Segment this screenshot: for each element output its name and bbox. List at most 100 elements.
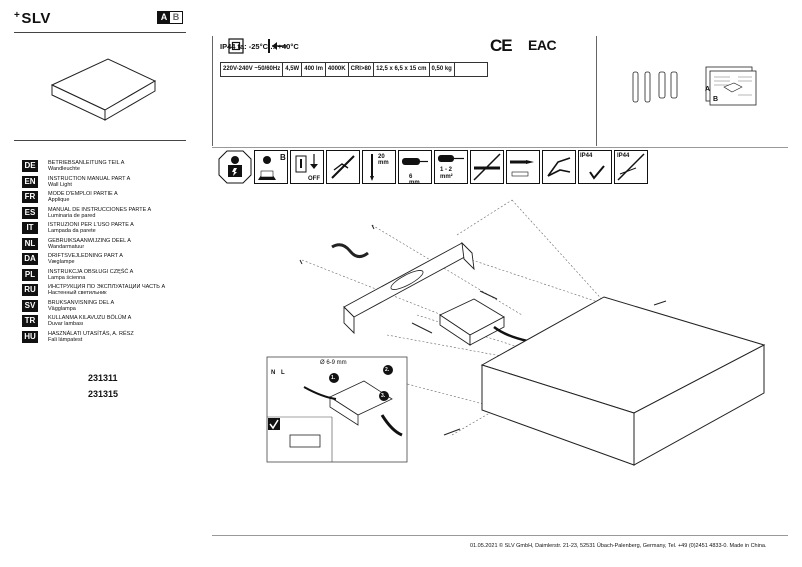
product-rule	[14, 140, 186, 141]
eac-mark-icon: EAC	[528, 37, 557, 53]
installation-diagram	[266, 199, 766, 466]
lang-subtitle: Væglampe	[48, 259, 75, 266]
slv-logo: +SLV	[14, 10, 51, 27]
lang-code: FR	[22, 191, 38, 203]
lang-title: MODE D'EMPLOI PARTIE A	[48, 191, 118, 197]
ip44-not-ok-icon	[614, 150, 648, 184]
lang-subtitle: Vägglampa	[48, 305, 76, 312]
spec-cct: 4000K	[326, 63, 349, 76]
protection-class-icon	[228, 38, 244, 54]
lang-title: ИНСТРУКЦИЯ ПО ЭКСПЛУАТАЦИИ ЧАСТЬ А	[48, 284, 166, 290]
lang-title: INSTRUCTION MANUAL PART A	[48, 175, 131, 182]
badge-part-b: B	[170, 12, 182, 23]
part-badge: A B	[157, 11, 183, 24]
footer-rule	[212, 535, 788, 536]
lang-code: IT	[22, 222, 38, 234]
manual-sheets-icon	[705, 66, 757, 106]
lang-subtitle: Wandleuchte	[48, 166, 80, 173]
strip-length-label: 20 mm	[378, 154, 389, 166]
lang-title: GEBRUIKSAANWIJZING DEEL A	[48, 237, 131, 244]
product-image	[50, 58, 157, 121]
article-number: 231315	[88, 389, 119, 399]
footer-text: 01.05.2021 © SLV GmbH, Daimlerstr. 21-23…	[470, 543, 767, 549]
lang-code: DA	[22, 253, 38, 265]
spec-dimensions: 12,5 x 6,5 x 15 cm	[374, 63, 430, 76]
spec-lumen: 400 lm	[302, 63, 326, 76]
step-2-label: 2.	[385, 367, 390, 373]
checkmark-box-icon	[268, 418, 280, 430]
lang-title: HASZNÁLATI UTASÍTÁS, A. RÉSZ	[48, 330, 134, 337]
article-numbers: 231311 231315	[88, 370, 118, 402]
step-2-marker	[383, 365, 393, 375]
driver-box	[439, 298, 505, 346]
badge-part-a: A	[158, 12, 170, 23]
step-3-marker	[379, 391, 389, 401]
lang-title: INSTRUKCJA OBSŁUGI CZĘŚĆ A	[48, 268, 134, 275]
lang-subtitle: Duvar lambası	[48, 321, 84, 328]
electrician-warning-icon	[218, 150, 252, 184]
lang-code: NL	[22, 237, 38, 250]
strip-6mm-label: 6 mm	[409, 174, 420, 186]
lang-code: EN	[22, 175, 38, 188]
lang-code: DE	[22, 160, 38, 172]
lang-subtitle: Настенный светильник	[48, 290, 107, 297]
step-1-label: 1.	[331, 375, 336, 381]
read-manual-icon	[254, 150, 288, 184]
lang-code: TR	[22, 315, 38, 327]
screws	[299, 224, 667, 436]
power-off-icon	[290, 150, 324, 184]
lang-subtitle: Lampa ścienna	[48, 274, 86, 281]
lang-subtitle: Wall Light	[48, 181, 72, 188]
person-b-label: B	[280, 153, 286, 162]
article-number: 231311	[88, 373, 118, 383]
spec-weight: 0,50 kg	[430, 63, 455, 76]
lang-code: PL	[22, 268, 38, 281]
spec-voltage: 220V-240V ~50/60Hz	[221, 63, 284, 76]
no-stranded-wire-icon	[470, 150, 504, 184]
lang-code: ES	[22, 206, 38, 219]
min-distance-icon	[268, 39, 287, 53]
lang-subtitle: Fali lámpatest	[48, 336, 83, 343]
terminal-block-detail	[303, 380, 403, 437]
off-label: OFF	[308, 176, 320, 182]
spec-divider-left	[212, 36, 213, 146]
lang-subtitle: Luminaria de pared	[48, 212, 96, 219]
wire-section-top: 1 - 2	[440, 167, 453, 173]
lang-title: BRUKSANVISNING DEL A	[48, 299, 115, 306]
lang-code: SV	[22, 299, 38, 312]
no-live-work-icon	[326, 150, 360, 184]
crimp-tool-icon	[542, 150, 576, 184]
header-rule	[14, 32, 186, 33]
spec-cri: CRI>80	[349, 63, 375, 76]
wire-cross-section-icon	[434, 150, 468, 184]
lang-title: DRIFTSVEJLEDNING PART A	[48, 253, 123, 259]
screws-dowels-icon	[632, 71, 678, 103]
ip44-label-b: IP44	[617, 153, 630, 159]
lang-title: MANUAL DE INSTRUCCIONES PARTE A	[48, 206, 152, 213]
strip-wire-icon	[398, 150, 432, 184]
lang-title: BETRIEBSANLEITUNG TEIL A	[48, 160, 125, 166]
ip-rating-text: IP44 ta: -25°C …+40°C	[220, 42, 299, 51]
supply-cable	[331, 243, 369, 258]
wire-section-bottom: mm²	[440, 174, 453, 180]
lang-code: RU	[22, 284, 38, 296]
step-3-label: 3.	[381, 393, 386, 399]
step-1-marker	[329, 373, 339, 383]
lang-subtitle: Applique	[48, 197, 70, 204]
sheet-b-label: B	[713, 96, 719, 103]
mounting-bracket	[343, 241, 475, 335]
spec-rule	[212, 147, 788, 148]
lang-subtitle: Wandarmatuur	[48, 243, 85, 250]
lamp-body	[480, 296, 766, 466]
screwdriver-icon	[362, 150, 396, 184]
